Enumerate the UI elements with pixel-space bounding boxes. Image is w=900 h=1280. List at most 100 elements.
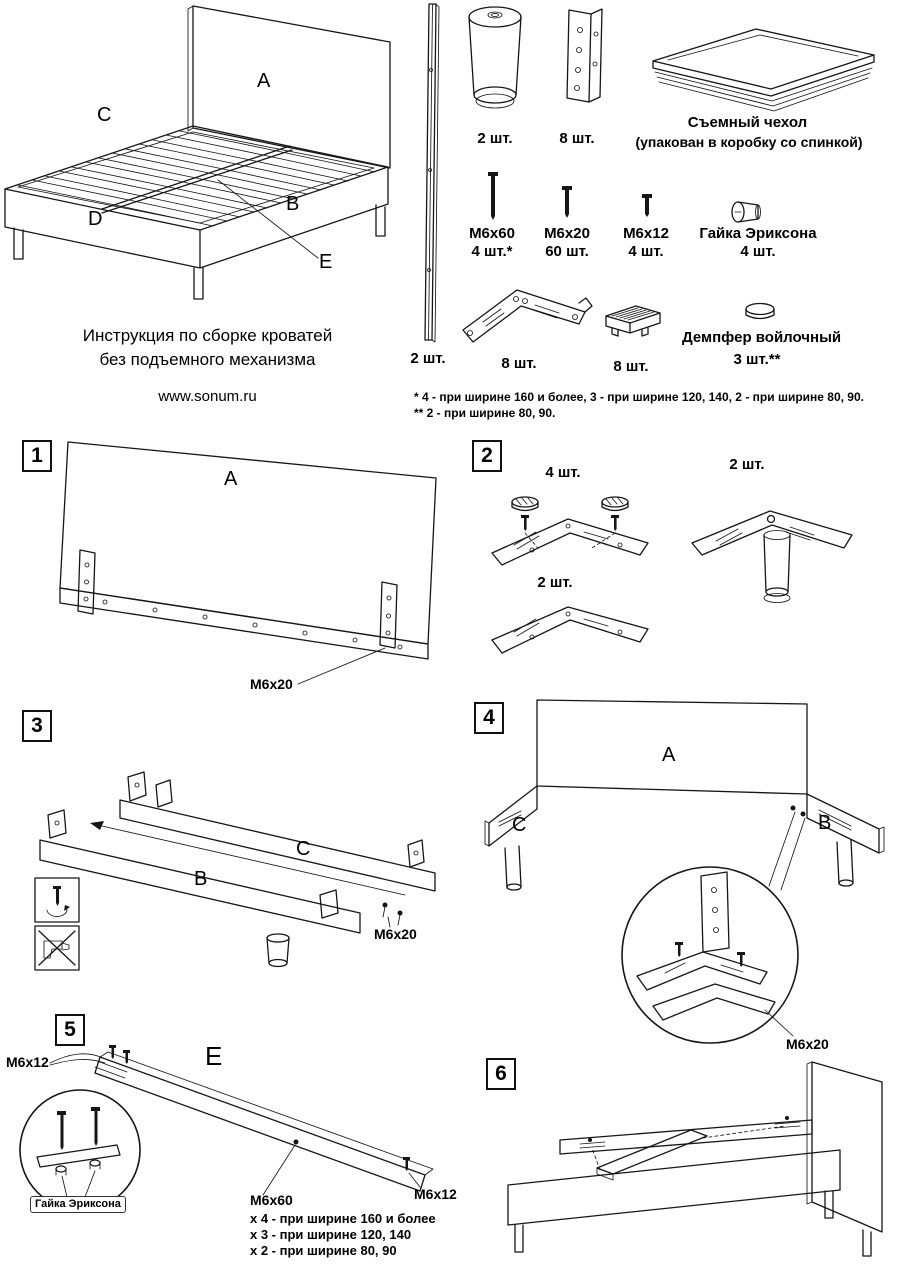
step-4-label-headboard: A (662, 744, 676, 766)
bolt-m6x60-qty: 4 шт.* (471, 243, 513, 260)
leg-qty: 2 шт. (477, 130, 513, 147)
bed-overview-drawing (4, 5, 391, 300)
felt-damper-icon (745, 302, 775, 320)
frame-legs-drawing (514, 1190, 872, 1257)
erikson-nut-qty: 4 шт. (740, 243, 776, 260)
cover-note: (упакован в коробку со спинкой) (635, 134, 863, 150)
leg-part-drawing (468, 6, 522, 109)
step-4-label-rail-b: B (818, 812, 832, 834)
overview-label-side-rail-b: B (286, 193, 300, 215)
top-bracket-drawing (491, 518, 649, 566)
slat-support-part-drawing (605, 305, 661, 337)
assembly-direction-arrow (90, 821, 406, 896)
step-3-bolt-label: М6х20 (374, 926, 417, 942)
overview-label-headboard: A (257, 70, 271, 92)
overview-label-front-panel: D (88, 208, 103, 230)
frame-rails-drawing (507, 1116, 841, 1226)
flat-bracket-part-drawing (462, 289, 593, 343)
felt-damper-qty: 3 шт.** (733, 351, 781, 368)
step-1-bolt-label: М6х20 (250, 676, 293, 692)
step-2-drawing (491, 496, 853, 654)
no-power-tool-icon (34, 925, 80, 971)
step-1-drawing (59, 441, 437, 685)
footnote-1: * 4 - при ширине 160 и более, 3 - при ши… (414, 390, 864, 404)
corner-bolts-drawing (768, 805, 806, 891)
zoom-detail-circle (19, 1089, 141, 1211)
step-5-number: 5 (55, 1014, 85, 1046)
step-5-nut-label: Гайка Эриксона (30, 1196, 126, 1213)
step-6-number: 6 (486, 1058, 516, 1090)
step-5-drawing (19, 1045, 434, 1211)
overview-label-center-rail: E (319, 251, 333, 273)
step-3-drawing (34, 771, 436, 971)
step-2-qty-top: 4 шт. (545, 464, 581, 481)
step-1-label-headboard: A (224, 468, 238, 490)
label-e-leader-line (217, 179, 319, 259)
felt-damper-name: Демпфер войлочный (682, 329, 842, 346)
footnote-2: ** 2 - при ширине 80, 90. (414, 406, 556, 420)
step-3-label-rail-c: C (296, 838, 311, 860)
step-2-number: 2 (472, 440, 502, 472)
cover-part-drawing (652, 28, 875, 112)
headboard-drawing (806, 1061, 883, 1233)
step-5-label-rail-e: E (205, 1041, 223, 1071)
step-6-drawing (507, 1061, 883, 1257)
erikson-nut-icon (731, 201, 761, 223)
hand-tighten-icon (34, 877, 80, 923)
step-5-bolt-left-label: М6х12 (6, 1054, 49, 1070)
bed-legs-drawing (13, 204, 386, 300)
overview-label-side-rail-c: C (97, 104, 112, 126)
headboard-corner-brackets (77, 549, 398, 649)
side-rail-b-drawing (39, 809, 361, 968)
side-rail-c-drawing (119, 771, 436, 892)
attached-rail-b-drawing (806, 793, 885, 887)
zoom-detail-circle (621, 866, 799, 1044)
step-3-number: 3 (22, 710, 52, 742)
step-4-number: 4 (474, 702, 504, 734)
bed-frame-drawing (4, 125, 389, 269)
bolt-m6x60-name: М6х60 (469, 225, 515, 242)
corner-bracket-qty: 8 шт. (559, 130, 595, 147)
doc-title-line1: Инструкция по сборке кроватей (82, 326, 333, 345)
bolt-m6x12-name: М6х12 (623, 225, 669, 242)
slat-support-qty: 8 шт. (613, 358, 649, 375)
bolt-m6x60-icon (488, 172, 498, 220)
step-5-note-3: x 2 - при ширине 80, 90 (250, 1243, 397, 1258)
bracket-with-leg-drawing (691, 510, 853, 603)
side-strip-part-drawing (424, 3, 440, 343)
side-strip-qty: 2 шт. (410, 350, 446, 367)
corner-bracket-part-drawing (566, 8, 603, 103)
website-url: www.sonum.ru (158, 388, 257, 405)
center-rail-placement (591, 1125, 786, 1181)
bolt-m6x12-icon (642, 194, 652, 217)
step-5-note-1: x 4 - при ширине 160 и более (250, 1211, 436, 1226)
rail-end-bolts (49, 1045, 421, 1188)
step-5-bolt-right-label: М6х12 (414, 1186, 457, 1202)
center-rail-e-drawing (94, 1051, 434, 1192)
bolt-m6x20-qty: 60 шт. (545, 243, 589, 260)
slats-drawing (17, 130, 376, 227)
headboard-bottom-holes (102, 599, 403, 650)
flat-bracket-qty: 8 шт. (501, 355, 537, 372)
step-5-note-2: x 3 - при ширине 120, 140 (250, 1227, 412, 1242)
headboard-drawing (187, 5, 391, 169)
bottom-bracket-drawing (491, 606, 649, 654)
bolt-m6x12-qty: 4 шт. (628, 243, 664, 260)
step-1-number: 1 (22, 440, 52, 472)
bolt-m6x20-name: М6х20 (544, 225, 590, 242)
step-4-bolt-label: М6х20 (786, 1036, 829, 1052)
erikson-nut-name: Гайка Эриксона (699, 225, 817, 242)
doc-title-line2: без подъемного механизма (99, 350, 316, 369)
step-5-center-bolt-label: М6х60 (250, 1192, 293, 1208)
step-4-drawing (484, 699, 885, 1044)
bolt-leader-line (297, 647, 386, 685)
bolts-drawing (382, 902, 403, 928)
cover-title: Съемный чехол (687, 114, 808, 131)
attached-rail-c-drawing (484, 785, 538, 891)
step-3-label-rail-b: B (194, 868, 208, 890)
bolt-m6x20-icon (562, 186, 572, 218)
step-2-qty-right: 2 шт. (729, 456, 765, 473)
step-2-qty-bottom: 2 шт. (537, 574, 573, 591)
center-bolt-leader (262, 1139, 299, 1196)
